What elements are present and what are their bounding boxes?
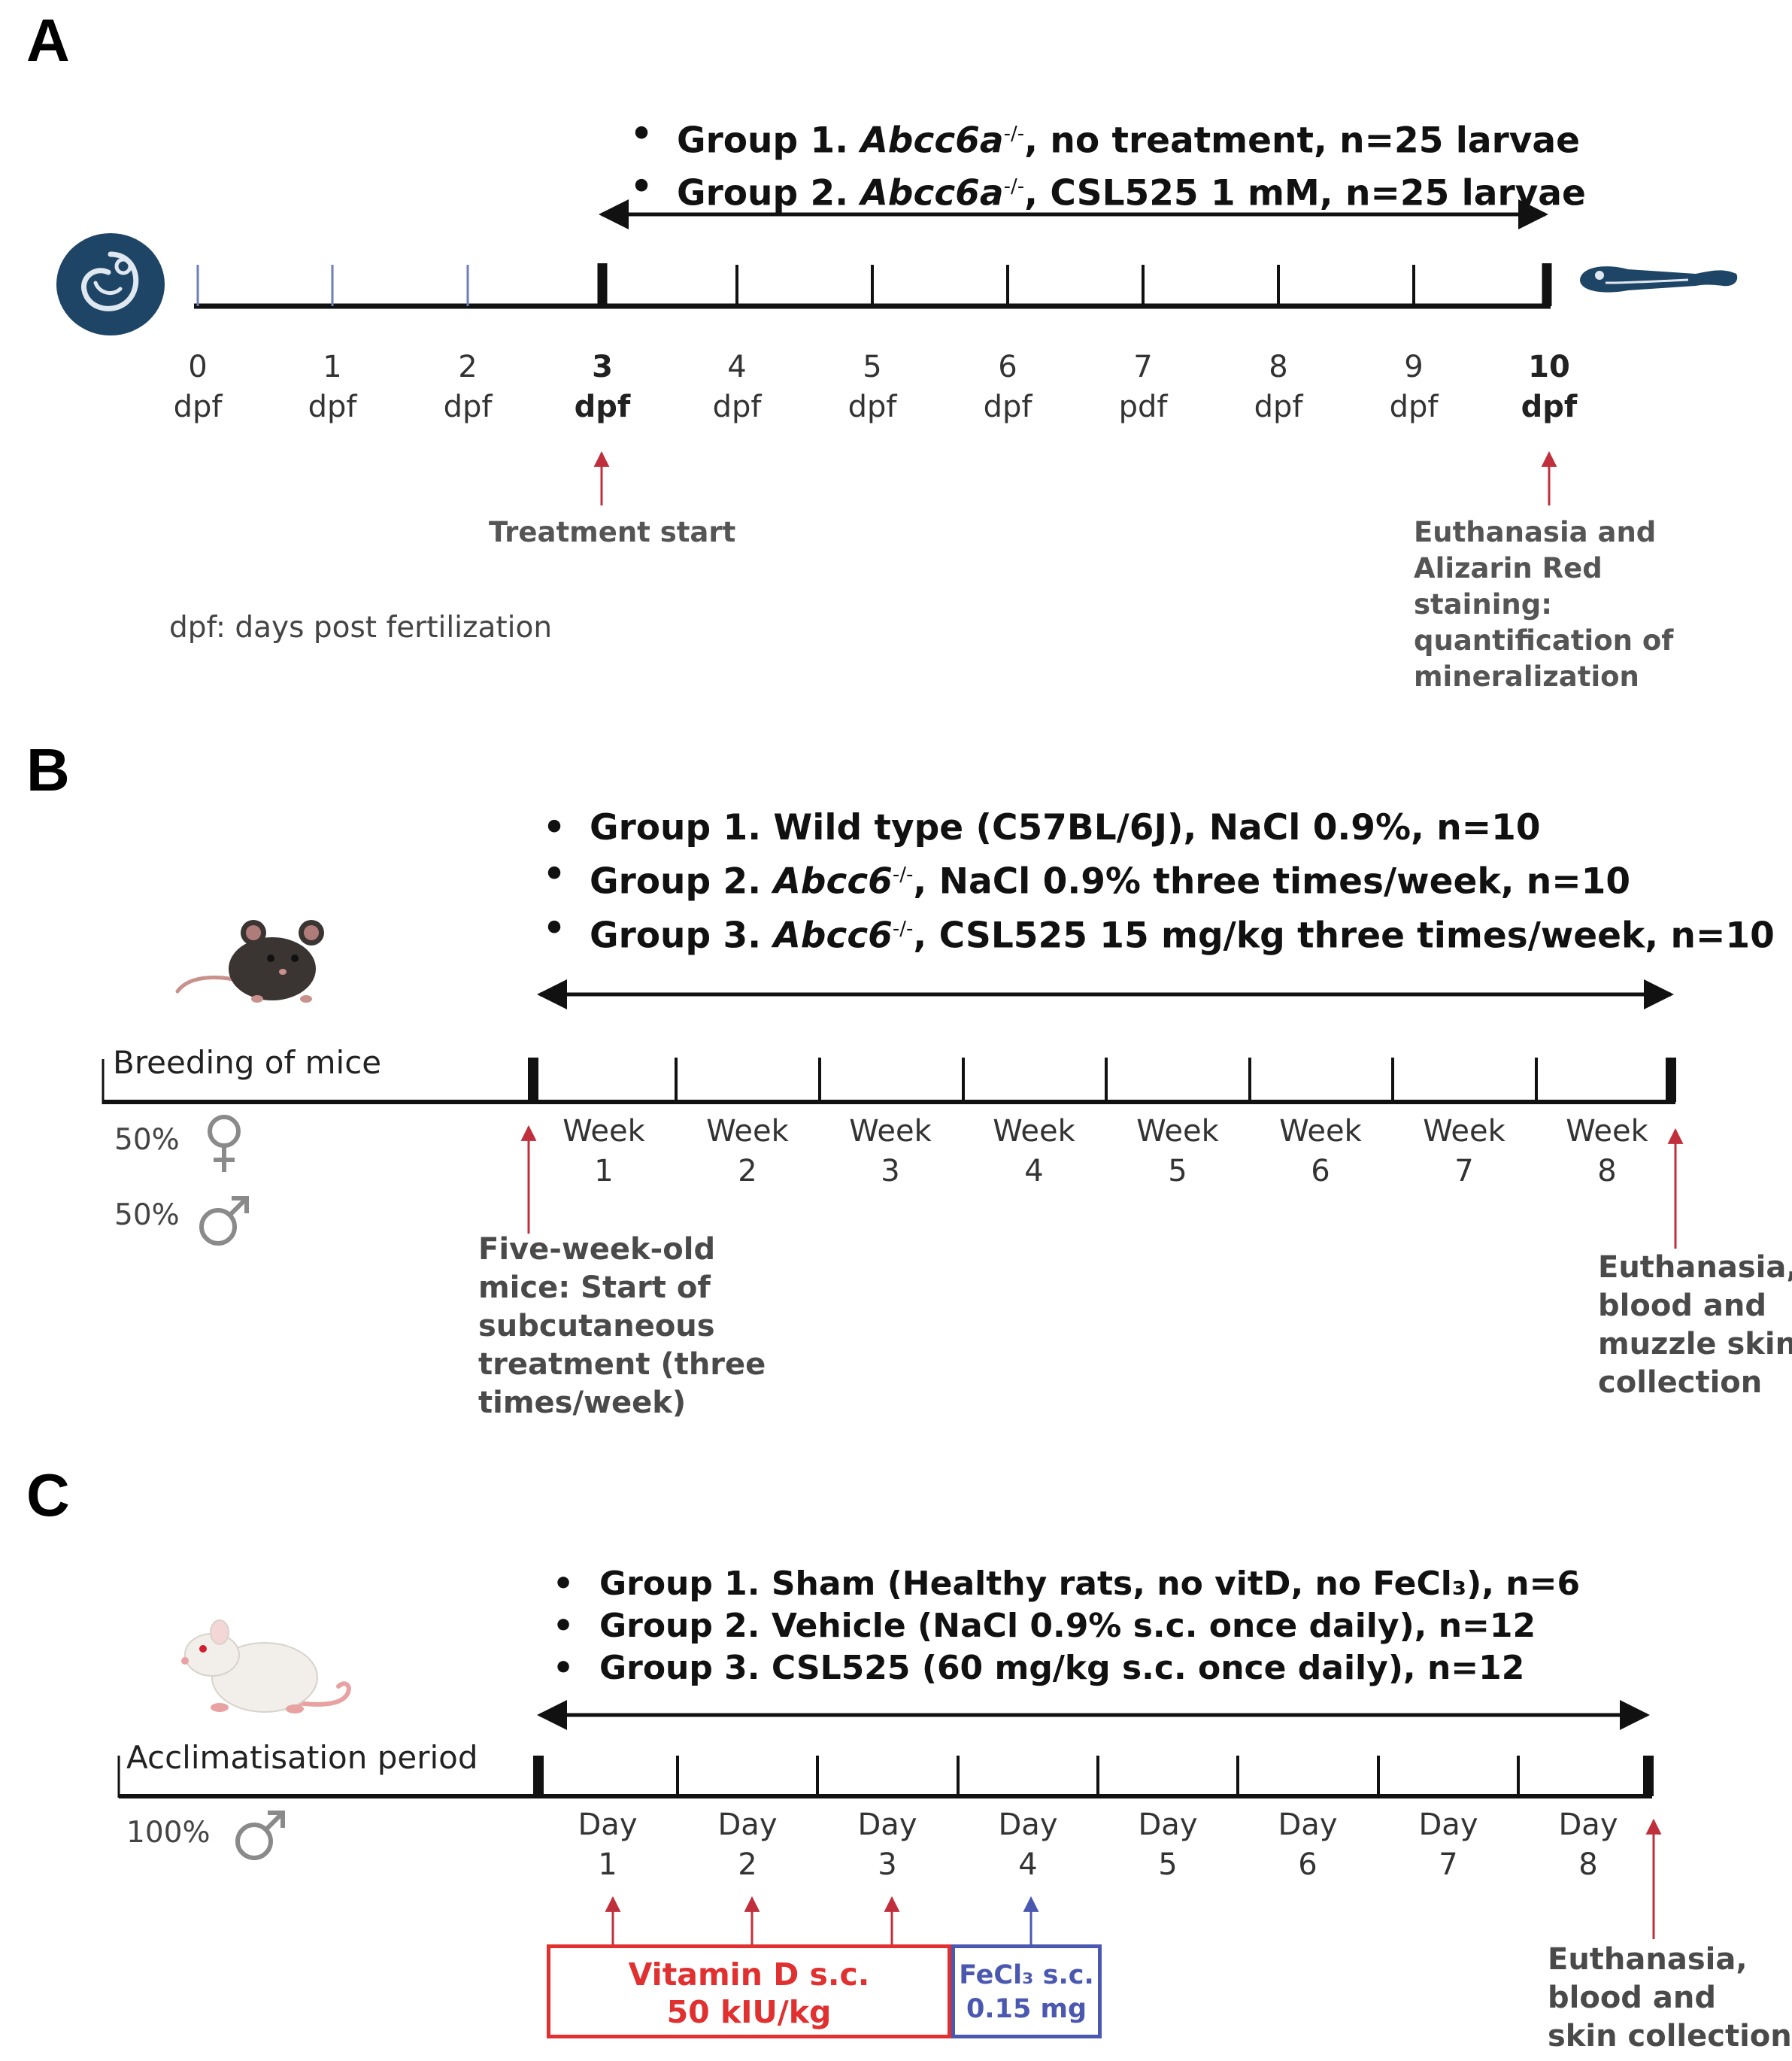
female-symbol-icon (208, 1115, 241, 1172)
b-group-list: Group 1. Wild type (C57BL/6J), NaCl 0.9%… (543, 805, 1775, 959)
c-stage-label: Acclimatisation period (126, 1739, 478, 1776)
c-group-list: Group 1. Sham (Healthy rats, no vitD, no… (553, 1563, 1580, 1689)
panel-label-b: B (26, 736, 70, 803)
b-stage-label: Breeding of mice (113, 1044, 382, 1081)
panel-label-a: A (26, 7, 70, 74)
rat-icon (181, 1619, 351, 1713)
a-treatment-start-label: Treatment start (489, 516, 736, 548)
c-group-2: Group 2. Vehicle (NaCl 0.9% s.c. once da… (553, 1605, 1580, 1647)
panel-label-c: C (26, 1462, 70, 1528)
c-group-3: Group 3. CSL525 (60 mg/kg s.c. once dail… (553, 1647, 1580, 1689)
b-group-2: Group 2. Abcc6-/-, NaCl 0.9% three times… (543, 851, 1775, 906)
zebrafish-embryo-icon (56, 233, 165, 335)
a-group-2: Group 2. Abcc6a-/-, CSL525 1 mM, n=25 la… (630, 164, 1586, 217)
c-ticks (533, 1756, 1654, 1796)
male-symbol-icon (235, 1811, 285, 1860)
a-footnote: dpf: days post fertilization (169, 611, 553, 645)
a-ticks (196, 263, 1552, 306)
zebrafish-larva-icon (1580, 266, 1738, 293)
c-group-1: Group 1. Sham (Healthy rats, no vitD, no… (553, 1563, 1580, 1605)
b-ticks (528, 1058, 1676, 1102)
a-group-1: Group 1. Abcc6a-/-, no treatment, n=25 l… (630, 111, 1586, 164)
b-male-pct: 50% (114, 1198, 180, 1232)
fecl3-box: FeCl₃ s.c.0.15 mg (951, 1944, 1102, 2038)
b-group-3: Group 3. Abcc6-/-, CSL525 15 mg/kg three… (543, 906, 1775, 960)
mouse-icon (175, 920, 324, 1003)
male-symbol-icon (199, 1196, 249, 1246)
vitamin-d-box: Vitamin D s.c.50 kIU/kg (547, 1944, 951, 2038)
b-female-pct: 50% (114, 1123, 180, 1157)
b-group-1: Group 1. Wild type (C57BL/6J), NaCl 0.9%… (543, 805, 1775, 851)
a-group-list: Group 1. Abcc6a-/-, no treatment, n=25 l… (630, 111, 1586, 216)
c-male-pct: 100% (126, 1816, 211, 1850)
